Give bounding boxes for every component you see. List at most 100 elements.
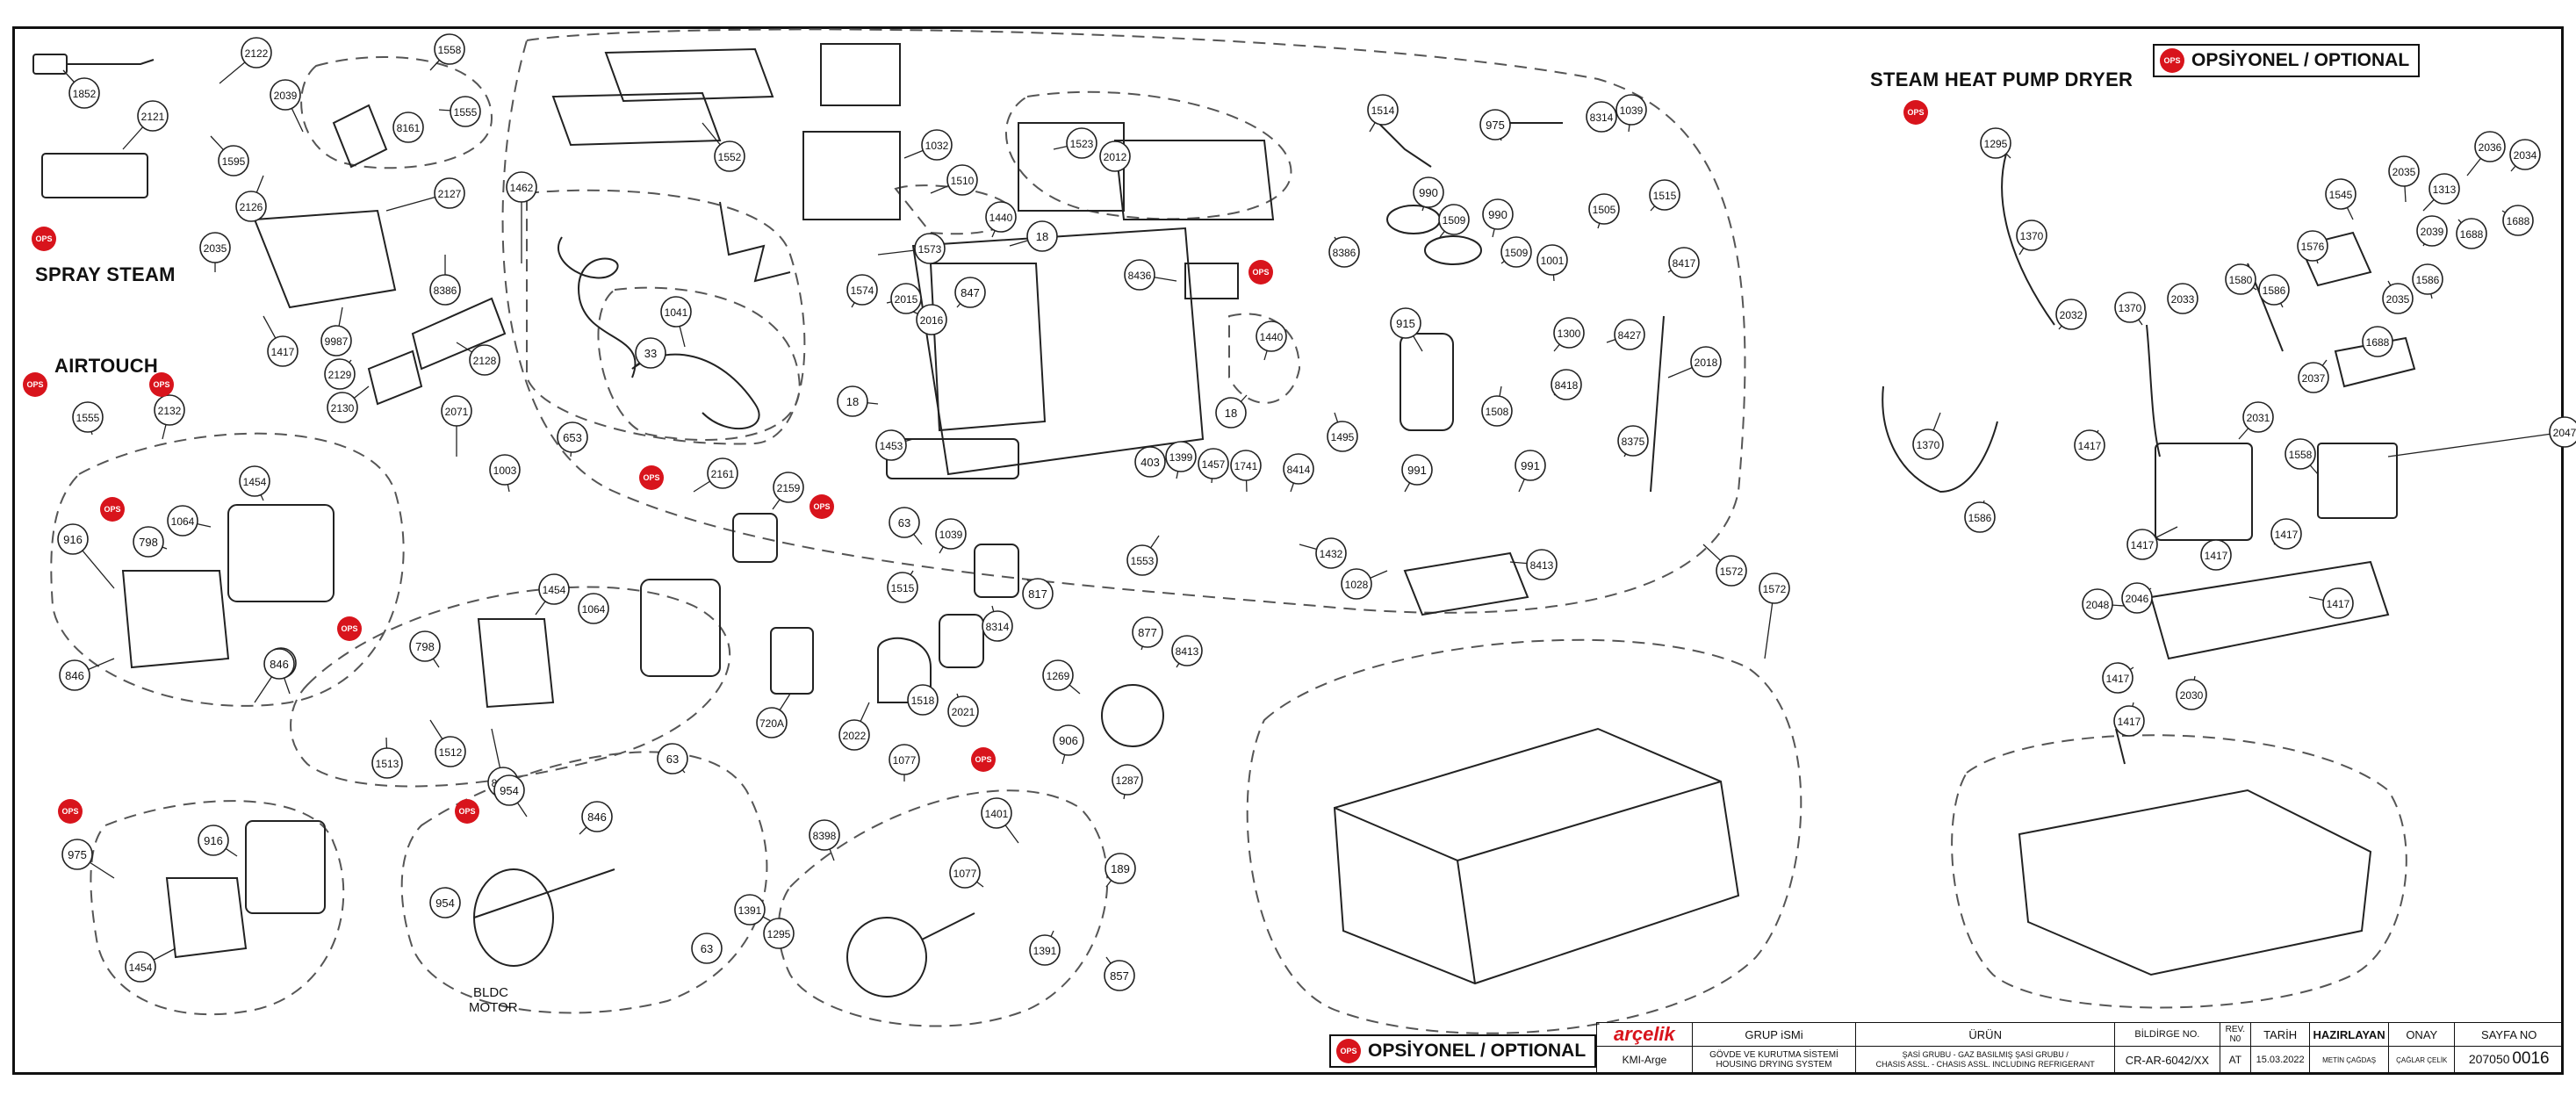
callout-circle	[1256, 321, 1287, 352]
part-number-label: 189	[1111, 862, 1130, 875]
callout-circle	[2428, 173, 2460, 205]
spray-steam-heading: SPRAY STEAM	[35, 263, 176, 285]
part-callout: 2126	[235, 191, 267, 222]
part-number-label: 1401	[985, 808, 1009, 820]
part-720a-fan	[974, 544, 1019, 598]
part-number-label: 1558	[438, 44, 462, 56]
part-number-label: 63	[666, 753, 679, 766]
part-number-label: 1370	[2020, 230, 2044, 242]
callout-circle	[1390, 307, 1421, 339]
part-number-label: 8398	[813, 830, 837, 842]
part-number-label: 2012	[1104, 151, 1127, 163]
part-number-label: 1508	[1486, 406, 1509, 418]
part-callout: 1269	[1042, 659, 1074, 691]
callout-circle	[1668, 247, 1700, 278]
callout-circle	[1367, 94, 1399, 126]
callout-circle	[59, 659, 90, 691]
part-number-label: 2130	[331, 402, 355, 414]
part-1454-gasket-c	[245, 820, 326, 914]
part-1558-housing	[2317, 443, 2398, 519]
part-callout: 2129	[324, 358, 356, 390]
callout-circle	[985, 201, 1017, 233]
part-number-label: 8386	[434, 285, 457, 297]
part-callout: 1558	[2285, 438, 2316, 470]
callout-circle	[154, 394, 185, 426]
part-number-label: 916	[204, 834, 223, 847]
part-callout: 33	[635, 337, 666, 369]
part-callout: 189	[1105, 853, 1136, 884]
callout-circle	[635, 337, 666, 369]
part-number-label: 1440	[1260, 331, 1284, 343]
part-number-label: 1417	[2275, 529, 2299, 541]
part-number-label: 857	[1110, 969, 1129, 983]
part-callout: 798	[409, 630, 441, 662]
group-value: GÖVDE VE KURUTMA SİSTEMİ HOUSING DRYING …	[1691, 1046, 1857, 1074]
part-callout: 2035	[2388, 155, 2420, 187]
part-2021-housing	[939, 614, 984, 668]
part-number-label: 975	[68, 848, 87, 861]
callout-circle	[538, 573, 570, 605]
part-number-label: 1462	[510, 182, 534, 194]
part-callout: 1514	[1367, 94, 1399, 126]
part-number-label: 1440	[989, 212, 1013, 224]
part-callout: 2039	[270, 79, 301, 111]
part-callout: 18	[837, 385, 868, 417]
callout-circle	[1126, 544, 1158, 576]
date-value: 15.03.2022	[2250, 1046, 2311, 1074]
part-callout: 2021	[947, 695, 979, 727]
part-number-label: 1417	[2078, 440, 2102, 452]
prepared-value: METİN ÇAĞDAŞ	[2309, 1046, 2390, 1074]
callout-circle	[429, 274, 461, 306]
part-number-label: 915	[1396, 317, 1415, 330]
callout-circle	[198, 825, 229, 856]
part-number-label: 1417	[2118, 716, 2141, 728]
part-1028-plate	[1403, 551, 1529, 616]
part-callout: 1576	[2297, 230, 2328, 262]
part-2022-fan-housing	[770, 627, 814, 695]
part-callout: 1572	[1716, 555, 1747, 587]
part-callout: 2030	[2176, 679, 2207, 710]
part-number-label: 1432	[1320, 548, 1343, 560]
part-callout: 798	[133, 526, 164, 558]
part-callout: 1574	[846, 274, 878, 306]
part-callout: 1370	[1912, 429, 1944, 460]
part-heatpump-pipes	[558, 236, 637, 378]
callout-circle	[691, 933, 723, 964]
part-number-label: 1572	[1763, 583, 1787, 595]
part-number-label: 403	[1140, 456, 1160, 469]
part-callout: 990	[1413, 176, 1444, 208]
callout-circle	[890, 283, 922, 314]
callout-circle	[434, 33, 465, 65]
callout-circle	[324, 358, 356, 390]
part-callout: 2016	[916, 304, 947, 335]
callout-circle	[2388, 155, 2420, 187]
part-number-label: 1039	[939, 529, 963, 541]
callout-circle	[921, 129, 953, 161]
part-number-label: 2039	[2421, 226, 2444, 238]
part-callout: 846	[59, 659, 90, 691]
callout-circle	[1964, 501, 1996, 533]
callout-circle	[1105, 853, 1136, 884]
callout-circle	[2082, 588, 2113, 620]
callout-circle	[2113, 705, 2145, 737]
part-number-label: 1370	[2119, 302, 2142, 314]
part-number-label: 1515	[1653, 190, 1677, 202]
part-number-label: 1688	[2366, 336, 2390, 349]
callout-circle	[946, 164, 978, 196]
part-2046-board	[2149, 560, 2390, 660]
part-callout: 9987	[320, 325, 352, 357]
part-number-label: 1064	[171, 515, 195, 528]
part-number-label: 653	[563, 431, 582, 444]
part-number-label: 1495	[1331, 431, 1355, 443]
part-number-label: 18	[846, 395, 859, 408]
part-number-label: 8413	[1530, 559, 1554, 572]
callout-circle	[1283, 453, 1314, 485]
callout-circle	[1649, 179, 1680, 211]
part-number-label: 2021	[952, 706, 975, 718]
callout-circle	[2242, 401, 2274, 433]
callout-circle	[1066, 127, 1097, 159]
part-number-label: 798	[415, 640, 435, 653]
part-2031-pipe	[1882, 385, 1998, 493]
rev-value: AT	[2219, 1046, 2252, 1074]
part-callout: 1553	[1126, 544, 1158, 576]
